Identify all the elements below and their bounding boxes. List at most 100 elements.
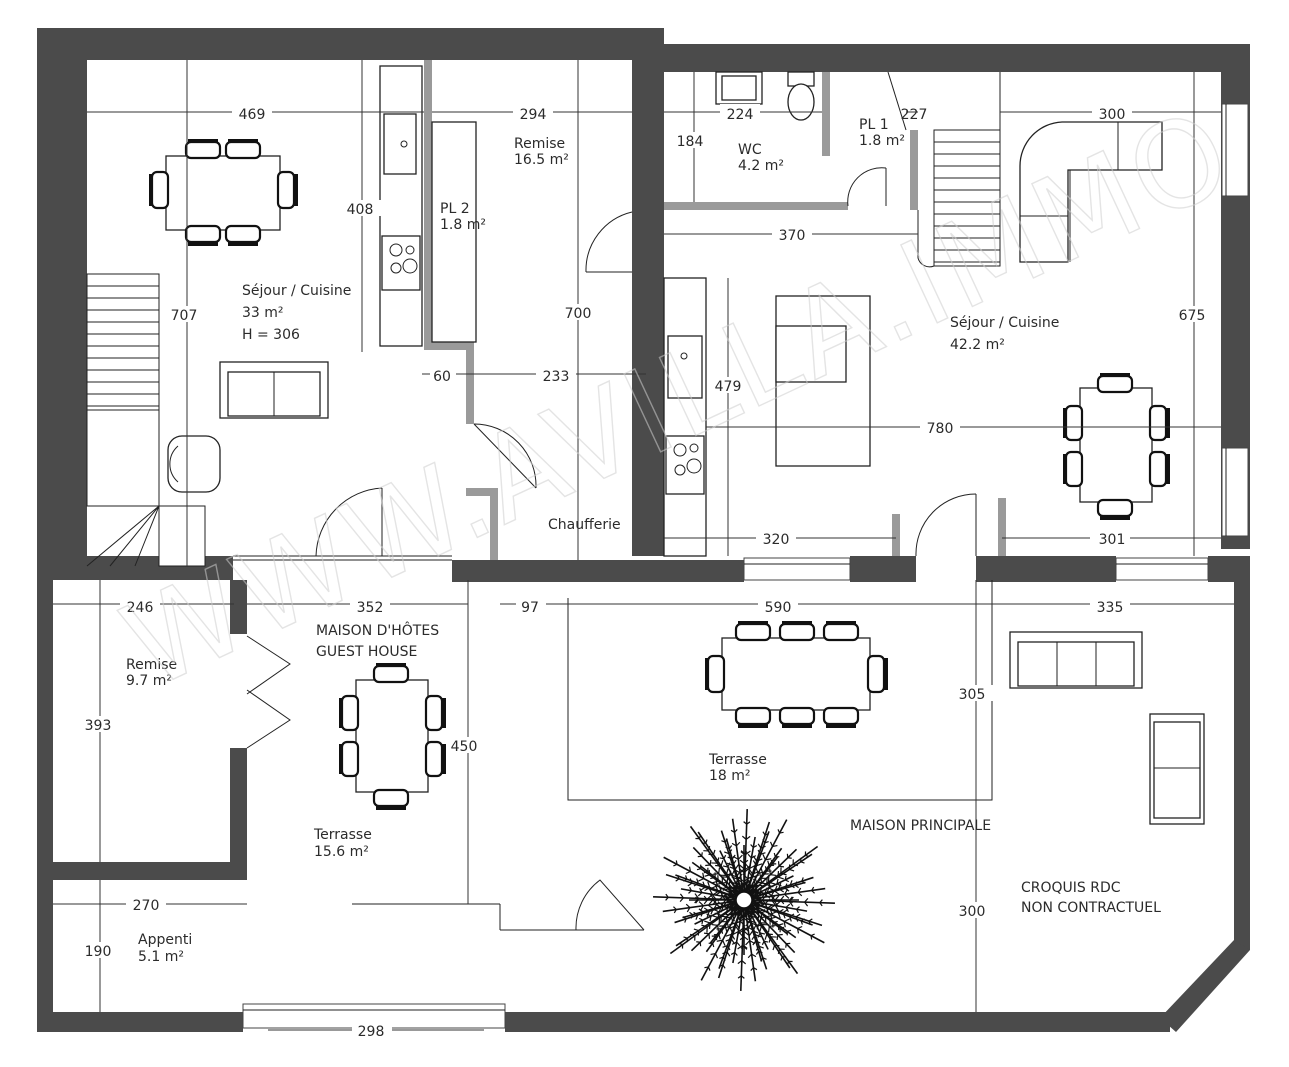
interior-walls [424, 60, 1006, 560]
dim-707: 707 [171, 308, 198, 324]
dim-300-bottom: 300 [959, 904, 986, 920]
dim-301: 301 [1099, 532, 1126, 548]
doors [246, 167, 977, 931]
table-sejour-left [165, 155, 281, 231]
chair [1063, 450, 1084, 488]
dim-305: 305 [959, 687, 986, 703]
room-name-wc: WC [738, 142, 762, 158]
chair [822, 621, 860, 642]
sofa-terrace-top [1009, 631, 1143, 689]
dim-224: 224 [727, 107, 754, 123]
chair [184, 224, 222, 246]
chair [1148, 404, 1170, 442]
room-height-sejour-left: H = 306 [242, 327, 300, 343]
chair [149, 170, 170, 210]
chair [339, 740, 360, 778]
terrace-outline [352, 580, 993, 930]
sofa-left [219, 361, 329, 419]
dim-227: 227 [901, 107, 928, 123]
room-name-sejour-right: Séjour / Cuisine [950, 315, 1059, 331]
chair [424, 694, 446, 732]
dim-300-top: 300 [1099, 107, 1126, 123]
dim-590: 590 [765, 600, 792, 616]
room-name-chaufferie: Chaufferie [548, 517, 621, 533]
dim-294: 294 [520, 107, 547, 123]
dim-233: 233 [543, 369, 570, 385]
kitchen-left [379, 65, 477, 347]
guest-house-line2: GUEST HOUSE [316, 644, 417, 660]
table-guest-house [355, 679, 429, 793]
guest-house-line1: MAISON D'HÔTES [316, 621, 439, 639]
chair [224, 224, 262, 246]
dim-479: 479 [715, 379, 742, 395]
chair [778, 706, 816, 728]
room-area-pl1: 1.8 m² [859, 133, 905, 149]
room-area-sejour-left: 33 m² [242, 305, 284, 321]
chair [822, 706, 860, 728]
dim-408: 408 [347, 202, 374, 218]
palm-tree [653, 809, 835, 991]
chair [339, 694, 360, 732]
stairs-left [86, 273, 206, 567]
chair [224, 139, 262, 160]
chair [184, 139, 222, 160]
dim-270: 270 [133, 898, 160, 914]
dim-469: 469 [239, 107, 266, 123]
dim-320: 320 [763, 532, 790, 548]
room-area-remise-top: 16.5 m² [514, 152, 569, 168]
dim-352: 352 [357, 600, 384, 616]
room-name-terrasse-left: Terrasse [313, 827, 372, 843]
room-name-terrasse-right: Terrasse [708, 752, 767, 768]
chair [1096, 498, 1134, 520]
room-name-appenti: Appenti [138, 932, 192, 948]
note-line2: NON CONTRACTUEL [1021, 900, 1161, 916]
chair [424, 740, 446, 778]
sofa-corner [1019, 121, 1163, 263]
dim-298: 298 [358, 1024, 385, 1040]
room-area-wc: 4.2 m² [738, 158, 784, 174]
armchair [167, 435, 221, 493]
dim-675: 675 [1179, 308, 1206, 324]
dim-700: 700 [565, 306, 592, 322]
chair [778, 621, 816, 642]
room-name-remise-top: Remise [514, 136, 565, 152]
room-name-remise-bottom: Remise [126, 657, 177, 673]
room-name-sejour-left: Séjour / Cuisine [242, 283, 351, 299]
chair [734, 706, 772, 728]
sofa-terrace-right [1149, 713, 1205, 825]
room-labels: Séjour / Cuisine 33 m² H = 306 Remise 16… [126, 117, 1161, 965]
island [775, 295, 871, 467]
room-area-pl2: 1.8 m² [440, 217, 486, 233]
room-area-appenti: 5.1 m² [138, 949, 184, 965]
room-name-pl2: PL 2 [440, 201, 470, 217]
maison-principale-label: MAISON PRINCIPALE [850, 818, 991, 834]
table-terrasse [721, 637, 871, 711]
chair [276, 170, 298, 210]
dimension-labels: 469 294 224 227 300 184 408 370 707 700 … [80, 104, 1214, 1040]
chair [866, 654, 888, 694]
dim-97: 97 [521, 600, 539, 616]
dim-246: 246 [127, 600, 154, 616]
dim-184: 184 [677, 134, 704, 150]
room-area-terrasse-right: 18 m² [709, 768, 751, 784]
dim-393: 393 [85, 718, 112, 734]
note-line1: CROQUIS RDC [1021, 880, 1121, 896]
dim-60: 60 [433, 369, 451, 385]
dim-450: 450 [451, 739, 478, 755]
room-area-sejour-right: 42.2 m² [950, 337, 1005, 353]
stairs-right [887, 71, 1001, 268]
room-name-pl1: PL 1 [859, 117, 889, 133]
dim-190: 190 [85, 944, 112, 960]
dim-780: 780 [927, 421, 954, 437]
chair [1096, 373, 1134, 394]
room-area-remise-bottom: 9.7 m² [126, 673, 172, 689]
room-area-terrasse-left: 15.6 m² [314, 844, 369, 860]
chair [372, 663, 410, 684]
kitchen-right [663, 277, 707, 557]
chair [734, 621, 772, 642]
dining-tables [149, 139, 1170, 810]
chair [1063, 404, 1084, 442]
chair [372, 788, 410, 810]
dim-370: 370 [779, 228, 806, 244]
